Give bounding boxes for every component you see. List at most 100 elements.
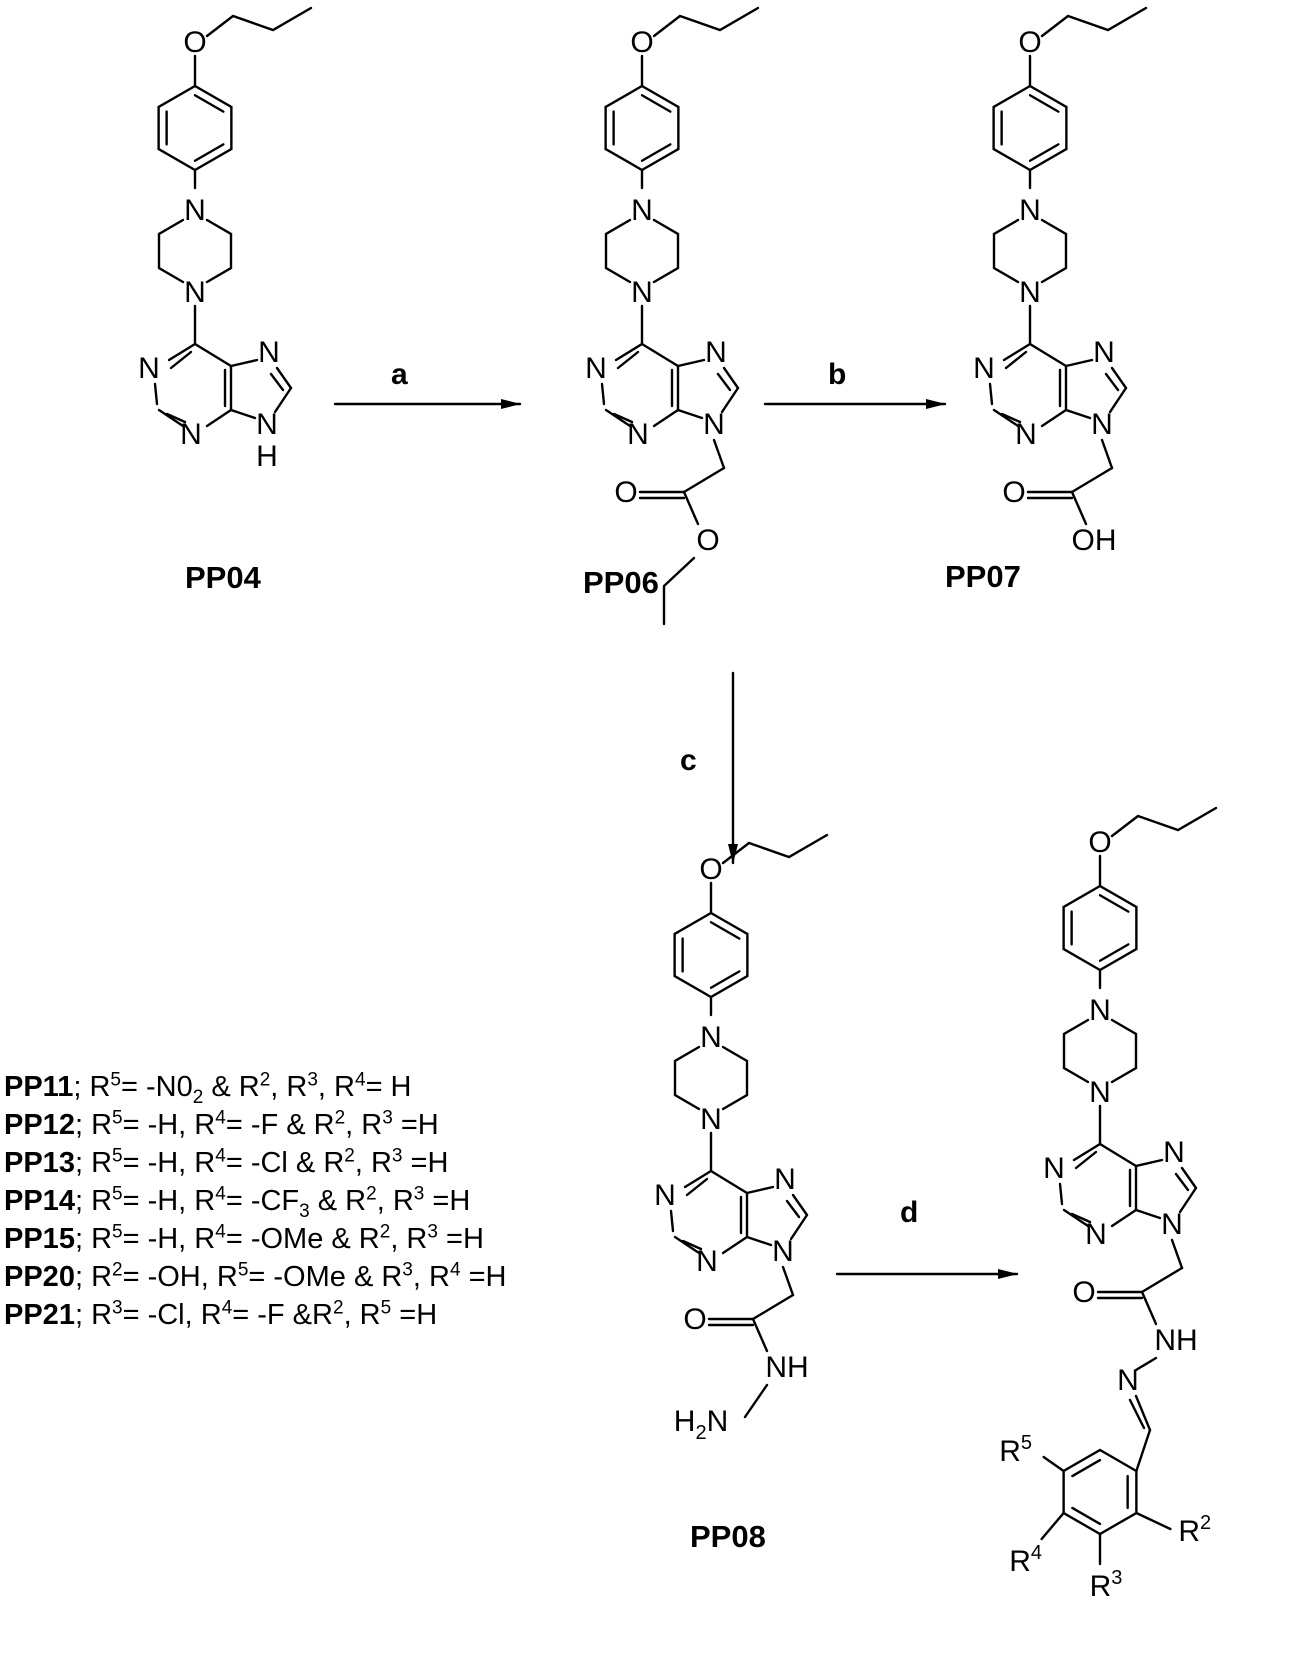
pyrimidine-n3-label: N [180, 418, 202, 451]
piperazine-n-top-label: N [700, 1021, 722, 1054]
ch2-carbonyl-bond [682, 466, 726, 494]
pyrimidine-bond [640, 342, 680, 368]
ch2-carbonyl-bond [751, 1293, 795, 1321]
hydroxyl-label: OH [1072, 524, 1117, 557]
piperazine-n-top-label: N [631, 194, 653, 227]
n-n-bond [743, 1383, 769, 1419]
phenyl-ring [673, 911, 749, 999]
pyrimidine-double-bond [1000, 412, 1022, 424]
step-d-label: d [900, 1196, 918, 1229]
imidazole-double-bond [785, 1199, 801, 1219]
legend-row: PP12; R5= -H, R4= -F & R2, R3 =H [4, 1106, 506, 1144]
ether-oxygen-label: O [1018, 26, 1041, 59]
carbonyl-oxygen-label: O [1072, 1276, 1095, 1309]
pyrimidine-bond [1072, 1142, 1102, 1162]
legend-row: PP15; R5= -H, R4= -OMe & R2, R3 =H [4, 1220, 506, 1258]
phenyl-double-bond [193, 94, 225, 113]
legend-compound-id: PP15 [4, 1223, 75, 1255]
imidazole-bond [791, 1193, 809, 1217]
legend-compound-id: PP13 [4, 1147, 75, 1179]
ether-oxygen-label: O [183, 26, 206, 59]
phenyl-ring [157, 84, 233, 172]
piperazine-n-top-label: N [1089, 994, 1111, 1027]
phenyl-double-bond [1098, 894, 1130, 913]
legend-compound-id: PP20 [4, 1261, 75, 1293]
r2-bond [1135, 1511, 1172, 1531]
imidazole-double-bond [716, 372, 732, 392]
legend-compound-id: PP14 [4, 1185, 75, 1217]
compound-label-pp07: PP07 [945, 559, 1021, 594]
pyrimidine-bond [167, 342, 197, 362]
n-ch2-bond [712, 438, 726, 470]
propyl-chain [652, 6, 760, 38]
pyrimidine-double-bond [165, 412, 187, 424]
imine-double-bond [1134, 1394, 1152, 1432]
compound-label-pp06: PP06 [583, 565, 659, 600]
pyrimidine-bond [673, 1235, 701, 1255]
phenyl-ring [1062, 884, 1138, 972]
legend-compound-id: PP11 [4, 1071, 74, 1103]
pyrimidine-bond [205, 408, 233, 428]
pyrimidine-bond [669, 1209, 675, 1233]
pyrimidine-bond [1058, 1182, 1064, 1206]
piperazine-right-edge [721, 1045, 749, 1111]
ring-double-bond [1071, 1458, 1102, 1478]
imidazole-bond [229, 408, 257, 420]
hydrazide-nh-label: NH [765, 1351, 808, 1384]
compound-label-pp08: PP08 [690, 1519, 766, 1554]
imidazole-double-bond [1104, 372, 1120, 392]
phenyl-double-bond [193, 143, 225, 162]
pyrimidine-bond [157, 408, 185, 428]
legend-row: PP13; R5= -H, R4= -Cl & R2, R3 =H [4, 1144, 506, 1182]
benzylidene-ring [1062, 1448, 1138, 1536]
r4-bond [1040, 1511, 1065, 1541]
carbonyl-oxygen-label: O [683, 1303, 706, 1336]
r5-bond [1042, 1455, 1065, 1473]
carbonyl-x-bond [682, 490, 700, 526]
pyrimidine-bond [988, 382, 994, 406]
pyrimidine-bond [1062, 1208, 1090, 1228]
legend-compound-id: PP12 [4, 1109, 75, 1141]
imidazole-n9-label: N [772, 1235, 794, 1268]
compound-label-pp04: PP04 [185, 560, 262, 595]
ether-oxygen-label: O [630, 26, 653, 59]
propyl-chain [1040, 6, 1148, 38]
pyrimidine-double-bond [1070, 1212, 1092, 1224]
imidazole-bond [1180, 1166, 1198, 1190]
ethyl-chain [662, 556, 696, 626]
pyrimidine-bond [721, 1235, 749, 1255]
pyrimidine-n3-label: N [627, 418, 649, 451]
imidazole-bond [1134, 1158, 1164, 1168]
piperazine-right-edge [1040, 218, 1068, 284]
imidazole-double-bond [269, 372, 285, 392]
piperazine-right-edge [1110, 1018, 1138, 1084]
pyrimidine-double-bond [612, 412, 634, 424]
imidazole-n7-label: N [774, 1163, 796, 1196]
pyrimidine-bond [193, 342, 233, 368]
imidazole-n9-label: N [256, 408, 278, 441]
pyrimidine-bond [709, 1169, 749, 1195]
pyrimidine-bond [683, 1169, 713, 1189]
propyl-chain [721, 833, 829, 865]
imine-double-bond [1128, 1398, 1146, 1430]
pyrimidine-double-bond [1074, 1150, 1098, 1170]
legend-compound-id: PP21 [4, 1299, 75, 1331]
pyrimidine-n1-label: N [973, 352, 995, 385]
piperazine-n-bottom-label: N [1019, 276, 1041, 309]
imine-n-label: N [1117, 1364, 1139, 1397]
imidazole-bond [275, 366, 293, 390]
imidazole-bond [1064, 408, 1092, 420]
phenyl-double-bond [709, 970, 741, 989]
pyrimidine-bond [1110, 1208, 1138, 1228]
ch2-carbonyl-bond [1070, 466, 1114, 494]
piperazine-left-edge [992, 218, 1020, 284]
pyrimidine-bond [1028, 342, 1068, 368]
pyrimidine-n1-label: N [138, 352, 160, 385]
pyrimidine-bond [1002, 342, 1032, 362]
pyrimidine-double-bond [169, 350, 193, 370]
pyrimidine-n1-label: N [585, 352, 607, 385]
